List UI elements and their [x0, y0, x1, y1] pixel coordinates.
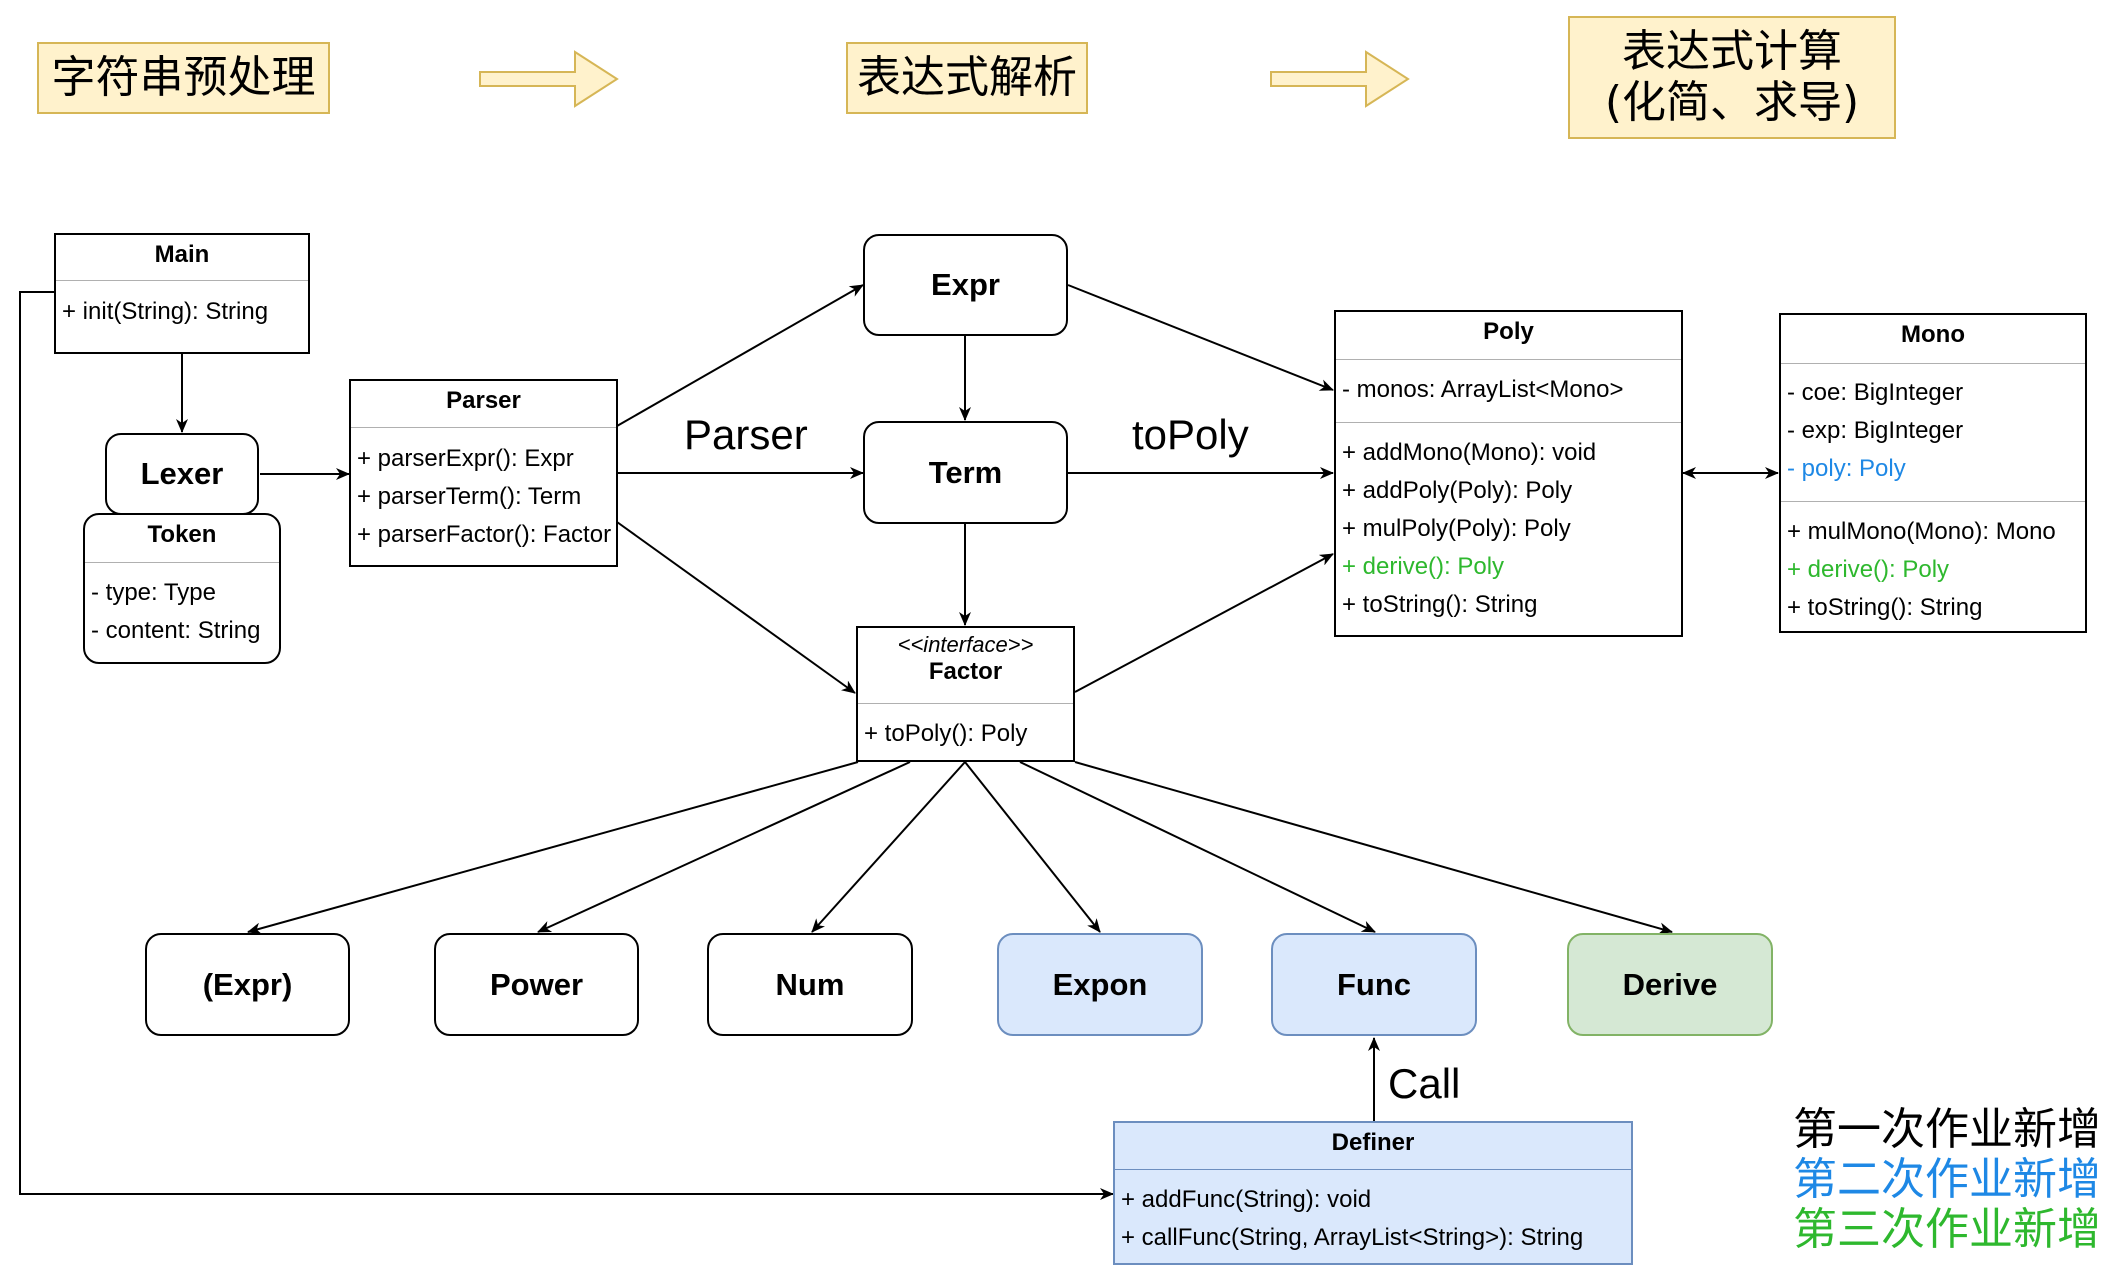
- interface-factor-name: Factor: [928, 658, 1003, 685]
- expr-node: Expr: [863, 234, 1068, 336]
- edge-expr-poly: [1067, 284, 1334, 391]
- class-poly-method: + addPoly(Poly): Poly: [1342, 477, 1573, 504]
- class-main-name: Main: [154, 241, 210, 268]
- class-mono-method-derive: + derive(): Poly: [1787, 556, 1950, 583]
- factor-num-label: Num: [775, 966, 845, 1002]
- edge-label-parser: Parser: [684, 411, 808, 458]
- class-parser-method: + parserTerm(): Term: [357, 483, 582, 510]
- class-mono-method: + toString(): String: [1787, 594, 1983, 621]
- class-parser: Parser + parserExpr(): Expr + parserTerm…: [349, 379, 618, 567]
- edge-factor-expon: [964, 761, 1101, 933]
- term-node: Term: [863, 421, 1068, 524]
- class-mono-name: Mono: [1901, 321, 1965, 348]
- interface-factor-stereotype: <<interface>>: [897, 632, 1034, 657]
- class-main: Main + init(String): String: [54, 233, 310, 354]
- class-poly-method: + addMono(Mono): void: [1342, 439, 1597, 466]
- class-definer: Definer + addFunc(String): void + callFu…: [1113, 1121, 1633, 1265]
- factor-power-label: Power: [489, 966, 584, 1002]
- class-definer-name: Definer: [1331, 1129, 1415, 1156]
- class-parser-method: + parserFactor(): Factor: [357, 521, 612, 548]
- edge-label-call: Call: [1388, 1060, 1461, 1107]
- class-mono-method: + mulMono(Mono): Mono: [1787, 518, 2056, 545]
- class-poly-name: Poly: [1483, 318, 1534, 345]
- lexer-node-label: Lexer: [140, 456, 224, 491]
- class-poly-method: + mulPoly(Poly): Poly: [1342, 515, 1571, 542]
- stage-parse: 表达式解析: [846, 42, 1088, 114]
- legend: 第一次作业新增 第二次作业新增 第三次作业新增: [1793, 1105, 2101, 1255]
- edge-factor-poly: [1074, 553, 1334, 693]
- class-token: Token - type: Type - content: String: [83, 513, 281, 664]
- class-poly-method-derive: + derive(): Poly: [1342, 553, 1505, 580]
- expr-node-label: Expr: [931, 267, 1000, 302]
- factor-power: Power: [434, 933, 639, 1036]
- class-poly: Poly - monos: ArrayList<Mono> + addMono(…: [1334, 310, 1683, 637]
- class-mono-field: - exp: BigInteger: [1787, 417, 1964, 444]
- stage-parse-label: 表达式解析: [857, 51, 1077, 103]
- factor-func-label: Func: [1336, 966, 1412, 1002]
- factor-expon-label: Expon: [1052, 966, 1148, 1002]
- edge-factor-power: [537, 761, 911, 933]
- stage-compute-label: 表达式计算: [1622, 25, 1842, 77]
- class-poly-field: - monos: ArrayList<Mono>: [1342, 376, 1624, 403]
- factor-num: Num: [707, 933, 913, 1036]
- stage-preprocess-label: 字符串预处理: [51, 51, 316, 103]
- class-mono-field: - coe: BigInteger: [1787, 379, 1964, 406]
- factor-func: Func: [1271, 933, 1477, 1036]
- edge-factor-paren-expr: [247, 761, 859, 935]
- class-token-field: - type: Type: [91, 579, 216, 606]
- stage-compute-sublabel: (化简、求导): [1604, 76, 1860, 128]
- factor-expon: Expon: [997, 933, 1203, 1036]
- class-mono: Mono - coe: BigInteger - exp: BigInteger…: [1779, 313, 2087, 633]
- class-parser-name: Parser: [446, 387, 521, 414]
- class-main-method: + init(String): String: [62, 298, 269, 325]
- legend-second: 第二次作业新增: [1793, 1154, 2101, 1205]
- class-definer-method: + addFunc(String): void: [1121, 1186, 1372, 1213]
- class-token-field: - content: String: [91, 617, 261, 644]
- class-parser-method: + parserExpr(): Expr: [357, 445, 574, 472]
- interface-factor: <<interface>> Factor + toPoly(): Poly: [856, 626, 1075, 762]
- legend-first: 第一次作业新增: [1793, 1104, 2101, 1155]
- stage-flow-arrow-2: [1270, 50, 1410, 108]
- class-mono-field-poly: - poly: Poly: [1787, 455, 1906, 482]
- factor-paren-expr-label: (Expr): [202, 966, 293, 1002]
- class-token-name: Token: [147, 521, 217, 548]
- edge-factor-num: [811, 761, 966, 933]
- factor-paren-expr: (Expr): [145, 933, 350, 1036]
- edge-parser-factor: [616, 521, 856, 694]
- legend-third: 第三次作业新增: [1793, 1204, 2101, 1255]
- edge-main-definer: [19, 291, 1114, 1200]
- stage-preprocess: 字符串预处理: [37, 42, 330, 114]
- stage-compute: 表达式计算 (化简、求导): [1568, 16, 1896, 139]
- edge-factor-derive: [1074, 761, 1673, 935]
- edge-label-topoly: toPoly: [1132, 411, 1249, 458]
- edge-factor-func: [1019, 761, 1376, 933]
- factor-derive: Derive: [1567, 933, 1773, 1036]
- lexer-node: Lexer: [105, 433, 259, 515]
- class-poly-method: + toString(): String: [1342, 591, 1538, 618]
- class-definer-method: + callFunc(String, ArrayList<String>): S…: [1121, 1224, 1584, 1251]
- term-node-label: Term: [928, 454, 1003, 490]
- factor-derive-label: Derive: [1622, 966, 1718, 1002]
- edge-parser-expr: [616, 284, 864, 427]
- stage-flow-arrow-1: [479, 50, 619, 108]
- interface-factor-method: + toPoly(): Poly: [864, 720, 1028, 747]
